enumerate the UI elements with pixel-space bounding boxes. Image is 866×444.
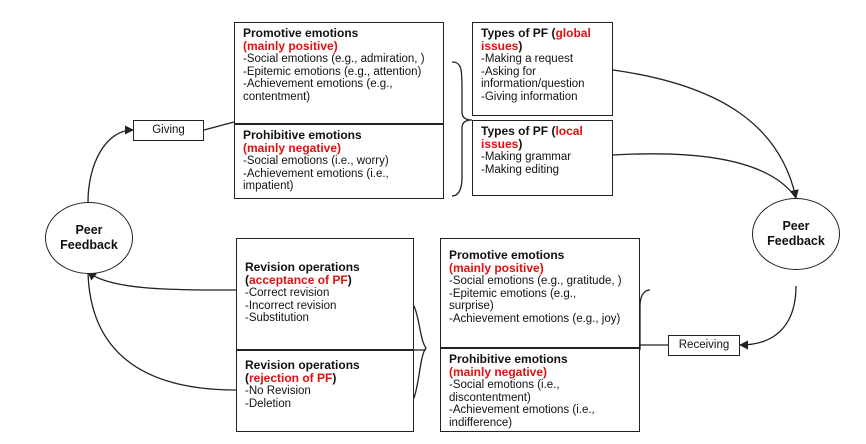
receiving-prohibitive-line: -Social emotions (i.e., [449,379,560,391]
revision-acceptance-box: Revision operations (acceptance of PF) -… [236,238,414,350]
node-left-line2: Feedback [60,238,118,252]
pf-global-line: -Giving information [481,90,578,103]
brace-giving [451,61,473,197]
pf-global-line: information/question [481,78,585,90]
receiving-prohibitive-line: -Achievement emotions (i.e., [449,404,595,416]
giving-promotive-line: -Social emotions (e.g., admiration, ) [243,53,425,65]
revision-reject-line: -No Revision [245,385,311,397]
pf-local-title-post: ) [518,137,523,151]
pf-local-title-red: local [555,124,583,138]
receiving-prohibitive-title: Prohibitive emotions [449,352,568,366]
pf-local-issues-box: Types of PF (local issues) -Making gramm… [472,120,613,196]
revision-accept-close: ) [347,273,352,287]
revision-rejection-box: Revision operations (rejection of PF) -N… [236,350,414,432]
giving-promotive-emotions-box: Promotive emotions (mainly positive) -So… [234,22,444,124]
receiving-prohibitive-line: indifference) [449,416,513,429]
receiving-promotive-line: -Epitemic emotions (e.g., [449,287,577,300]
revision-reject-qualifier-line: (rejection of PF) [245,372,405,385]
receiving-promotive-line: -Social emotions (e.g., gratitude, ) [449,275,622,287]
giving-promotive-title: Promotive emotions [243,26,359,40]
arrow-reject-to-feedback [87,271,237,391]
receiving-promotive-line: -Achievement emotions (e.g., joy) [449,312,621,325]
pf-global-line: -Making a request [481,53,574,65]
giving-prohibitive-emotions-box: Prohibitive emotions (mainly negative) -… [234,124,444,199]
connector-giving-to-emotions [203,121,235,131]
revision-accept-qualifier-line: (acceptance of PF) [245,274,405,287]
arrow-feedback-to-giving [87,125,134,203]
arrow-global-to-feedback [612,69,799,199]
revision-reject-line: -Deletion [245,397,292,410]
receiving-prohibitive-emotions-box: Prohibitive emotions (mainly negative) -… [440,348,640,432]
pf-local-line: -Making editing [481,163,559,176]
revision-accept-line: -Incorrect revision [245,299,337,312]
receiving-prohibitive-line: discontentment) [449,391,531,404]
receiving-label: Receiving [678,339,730,351]
pf-global-title-2: issues) [481,40,604,53]
receiving-promotive-line: surprise) [449,300,494,312]
node-right-line1: Peer [782,219,810,233]
pf-global-issues-box: Types of PF (global issues) -Making a re… [472,22,613,116]
giving-label: Giving [152,124,185,136]
pf-global-title-red: global [555,26,591,40]
revision-accept-line: -Substitution [245,312,309,324]
node-left-line1: Peer [75,223,103,237]
giving-promotive-qualifier: (mainly positive) [243,39,338,53]
pf-global-title: Types of PF (global [481,27,604,40]
pf-local-title-red2: issues [481,137,519,151]
pf-local-title-2: issues) [481,138,604,151]
giving-promotive-line: -Achievement emotions (e.g., [243,78,393,90]
receiving-promotive-title: Promotive emotions [449,248,565,262]
giving-label-box: Giving [133,120,204,141]
brace-receiving [413,289,651,399]
pf-local-title-pre: Types of PF ( [481,124,556,138]
giving-prohibitive-qualifier: (mainly negative) [243,141,342,155]
pf-global-title-pre: Types of PF ( [481,26,556,40]
giving-prohibitive-title: Prohibitive emotions [243,128,362,142]
revision-reject-title: Revision operations [245,358,360,372]
revision-reject-qualifier: rejection of PF [249,371,333,385]
receiving-promotive-qualifier: (mainly positive) [449,261,544,275]
pf-local-title: Types of PF (local [481,125,604,138]
giving-prohibitive-line: -Achievement emotions (i.e., [243,167,389,180]
giving-promotive-line: contentment) [243,90,311,103]
pf-global-title-red2: issues [481,39,519,53]
receiving-promotive-emotions-box: Promotive emotions (mainly positive) -So… [440,238,640,348]
revision-accept-open: ( [245,273,249,287]
pf-local-line: -Making grammar [481,151,572,163]
pf-global-line: -Asking for [481,65,536,78]
revision-accept-title: Revision operations [245,260,360,274]
giving-prohibitive-line: impatient) [243,180,294,192]
revision-reject-open: ( [245,371,249,385]
revision-reject-close: ) [332,371,337,385]
receiving-prohibitive-qualifier: (mainly negative) [449,365,548,379]
giving-promotive-line: -Epitemic emotions (e.g., attention) [243,65,422,78]
revision-accept-qualifier: acceptance of PF [249,273,348,287]
revision-accept-line: -Correct revision [245,287,330,299]
pf-global-title-post: ) [518,39,523,53]
node-right-line2: Feedback [767,234,825,248]
arrow-local-to-feedback [612,153,797,199]
arrow-accept-to-feedback [87,271,237,291]
arrow-feedback-to-receiving [739,285,797,350]
receiving-label-box: Receiving [668,335,740,356]
giving-prohibitive-line: -Social emotions (i.e., worry) [243,155,389,167]
